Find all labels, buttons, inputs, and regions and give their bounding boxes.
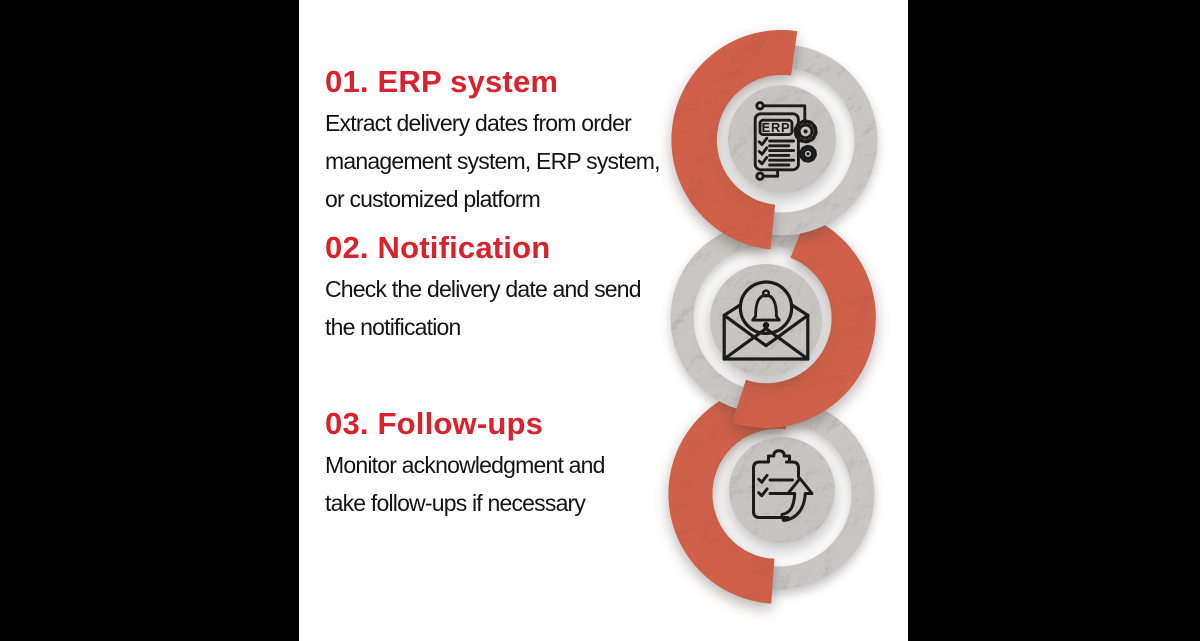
step-block-erp-system: 01. ERP system Extract delivery dates fr… (325, 64, 695, 218)
step-block-notification: 02. Notification Check the delivery date… (325, 230, 695, 346)
step-2-desc-line: the notification (325, 314, 461, 340)
step-1-desc-line: Extract delivery dates from order (325, 110, 632, 136)
step-1-desc-line: management system, ERP system, (325, 148, 661, 174)
step-1-heading: 01. ERP system (325, 64, 559, 99)
content-panel: 01. ERP system Extract delivery dates fr… (299, 0, 908, 641)
step-2-heading: 02. Notification (325, 230, 551, 265)
step-1-description: Extract delivery dates from order manage… (325, 104, 695, 218)
step-3-description: Monitor acknowledgment and take follow-u… (325, 446, 695, 522)
step-1-desc-line: or customized platform (325, 186, 541, 212)
step-3-heading: 03. Follow-ups (325, 406, 544, 441)
step-2-description: Check the delivery date and send the not… (325, 270, 695, 346)
step-block-follow-ups: 03. Follow-ups Monitor acknowledgment an… (325, 406, 695, 522)
step-3-desc-line: Monitor acknowledgment and (325, 452, 605, 478)
step-3-desc-line: take follow-ups if necessary (325, 490, 586, 516)
step-2-desc-line: Check the delivery date and send (325, 276, 642, 302)
